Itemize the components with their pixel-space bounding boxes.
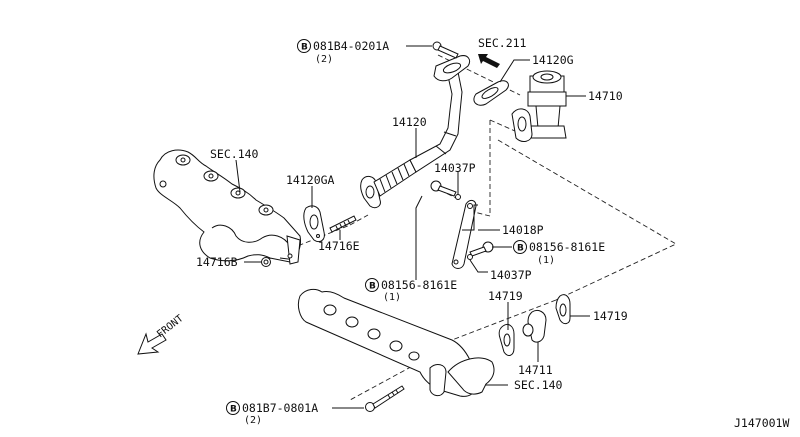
- section-ref-sec211[interactable]: SEC.211: [478, 36, 527, 50]
- bolt-b-badge: [513, 240, 527, 254]
- bolt-prefix: B: [517, 244, 524, 254]
- dash-stud-tube: [349, 214, 369, 226]
- gasket-14719-right: [555, 294, 571, 325]
- gasket-14120G: [473, 80, 509, 106]
- egr-tube-14120: [360, 55, 471, 209]
- front-direction-arrow: [137, 332, 167, 355]
- bolt-b-badge: [297, 39, 311, 53]
- intake-manifold: [297, 288, 495, 397]
- bolt-b-badge: [365, 278, 379, 292]
- part-label-14037P-top[interactable]: 14037P: [434, 161, 476, 175]
- front-label: FRONT: [155, 313, 185, 340]
- flange-14711: [522, 309, 547, 343]
- bolt-upper-bracket: [430, 180, 457, 197]
- gasket-14719-left: [498, 323, 515, 356]
- part-label-14716B[interactable]: 14716B: [196, 255, 238, 269]
- bolt-number: 081B4-0201A: [313, 39, 389, 53]
- part-label-14120GA[interactable]: 14120GA: [286, 173, 335, 187]
- nut-14716B: [261, 257, 271, 267]
- egr-valve-14710: [511, 70, 567, 142]
- bolt-label-08156-8161E-center: B 08156-8161E (1): [365, 278, 457, 303]
- bolt-qty: (1): [383, 292, 401, 303]
- bolt-qty: (2): [244, 415, 262, 426]
- bolt-number: 08156-8161E: [529, 240, 605, 254]
- section-ref-sec140-bottom[interactable]: SEC.140: [514, 378, 563, 392]
- part-label-14120G[interactable]: 14120G: [532, 53, 574, 67]
- bolt-prefix: B: [230, 405, 237, 415]
- part-label-14120[interactable]: 14120: [392, 115, 427, 129]
- bolt-right-bracket: [469, 241, 494, 257]
- washer-14037P-top: [455, 194, 461, 200]
- bolt-prefix: B: [301, 43, 308, 53]
- bolt-b-badge: [226, 401, 240, 415]
- bolt-prefix: B: [369, 282, 376, 292]
- gasket-14120GA: [303, 205, 325, 243]
- bolt-081B7-0801A: [365, 385, 405, 412]
- bolt-label-081B4-0201A: B 081B4-0201A (2): [297, 39, 389, 65]
- bolt-qty: (2): [315, 54, 333, 65]
- exhaust-manifold: [153, 149, 301, 265]
- dash-valve-top: [489, 119, 516, 132]
- part-label-14037P-bottom[interactable]: 14037P: [490, 268, 532, 282]
- bolt-number: 081B7-0801A: [242, 401, 318, 415]
- part-label-14710[interactable]: 14710: [588, 89, 623, 103]
- bolt-081B4-0201A: [432, 41, 459, 59]
- section-ref-sec140-top[interactable]: SEC.140: [210, 147, 259, 161]
- dash-valve-to-right: [497, 139, 677, 301]
- part-label-14719-right[interactable]: 14719: [593, 309, 628, 323]
- washer-14037P-bottom: [467, 254, 473, 260]
- part-label-14018P[interactable]: 14018P: [502, 223, 544, 237]
- bolt-label-081B7-0801A: B 081B7-0801A (2): [226, 401, 318, 426]
- sec211-arrow: [478, 54, 500, 68]
- part-label-14711[interactable]: 14711: [518, 363, 553, 377]
- stud-14716E: [329, 215, 357, 233]
- part-label-14716E[interactable]: 14716E: [318, 239, 360, 253]
- part-label-14719-left[interactable]: 14719: [488, 289, 523, 303]
- bolt-label-08156-8161E-right: B 08156-8161E (1): [513, 240, 605, 266]
- dash-valve-vertical: [469, 120, 491, 217]
- leader-lines: [235, 45, 590, 409]
- bolt-qty: (1): [537, 255, 555, 266]
- bracket-14018P: [451, 199, 477, 269]
- bolt-number: 08156-8161E: [381, 278, 457, 292]
- figure-code: J147001W: [734, 416, 789, 430]
